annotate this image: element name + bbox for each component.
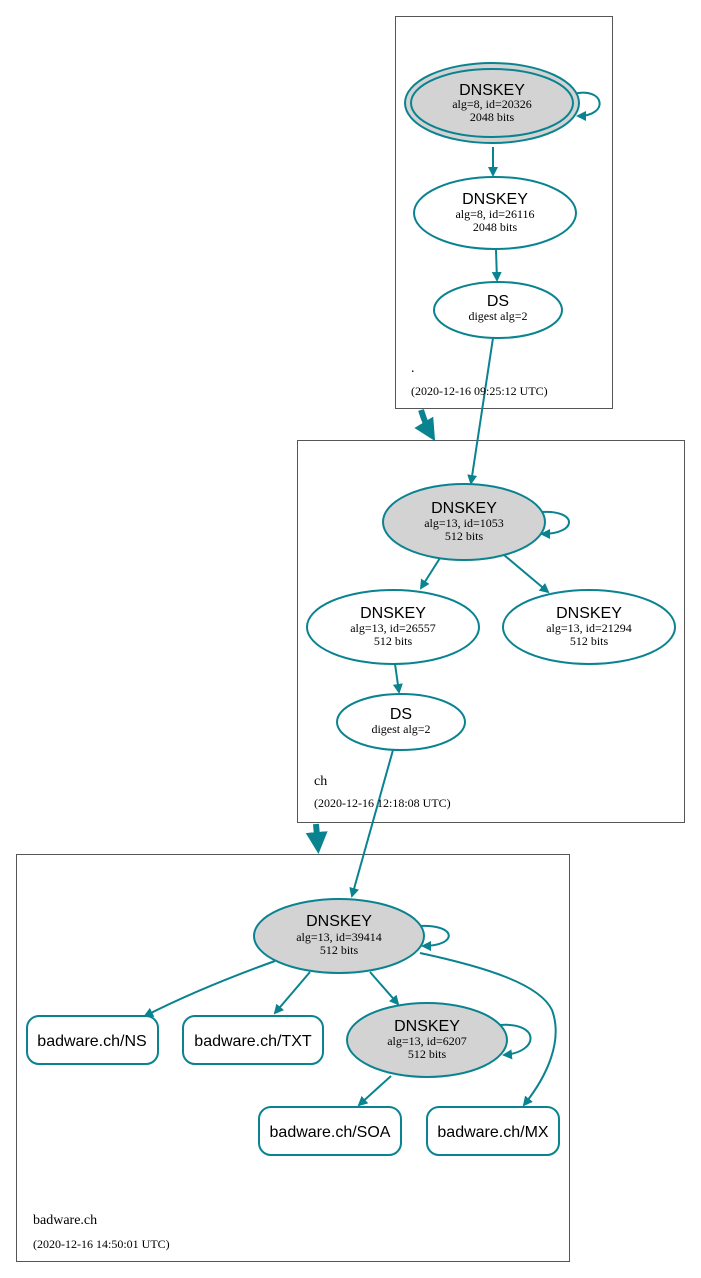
root-zsk-line2: 2048 bits xyxy=(473,220,518,234)
edge-ch-ds-to-bw-ksk xyxy=(349,749,394,898)
zone-ch-timestamp: (2020-12-16 12:18:08 UTC) xyxy=(314,796,451,810)
root-zsk-line1: alg=8, id=26116 xyxy=(455,207,534,221)
root-ds-line1: digest alg=2 xyxy=(468,309,527,323)
rrset-soa-label: badware.ch/SOA xyxy=(270,1124,391,1141)
delegation-root-to-ch xyxy=(414,409,436,442)
ch-zsk2-node: DNSKEY alg=13, id=21294 512 bits xyxy=(502,589,676,665)
rrset-ns-label: badware.ch/NS xyxy=(37,1033,146,1050)
root-ksk-title: DNSKEY xyxy=(459,82,525,99)
ch-ds-title: DS xyxy=(390,706,412,723)
root-zsk-node: DNSKEY alg=8, id=26116 2048 bits xyxy=(413,176,577,250)
ch-ksk-line1: alg=13, id=1053 xyxy=(424,516,504,530)
ch-ds-node: DS digest alg=2 xyxy=(336,693,466,751)
bw-ksk-node: DNSKEY alg=13, id=39414 512 bits xyxy=(253,898,425,974)
ch-zsk2-line2: 512 bits xyxy=(570,634,609,648)
rrset-txt-label: badware.ch/TXT xyxy=(194,1033,312,1050)
ch-zsk1-line2: 512 bits xyxy=(374,634,413,648)
edge-bw-zsk-to-soa xyxy=(357,1075,392,1107)
bw-ksk-line1: alg=13, id=39414 xyxy=(296,930,382,944)
ch-ksk-title: DNSKEY xyxy=(431,500,497,517)
rrset-txt-node: badware.ch/TXT xyxy=(182,1015,324,1065)
edge-ch-ksk-to-zsk2 xyxy=(503,554,550,594)
ch-zsk2-title: DNSKEY xyxy=(556,605,622,622)
rrset-soa-node: badware.ch/SOA xyxy=(258,1106,402,1156)
ch-zsk2-line1: alg=13, id=21294 xyxy=(546,621,632,635)
delegation-ch-to-badware xyxy=(305,823,328,854)
root-ksk-line2: 2048 bits xyxy=(470,110,515,124)
zone-ch-name: ch xyxy=(314,774,327,789)
bw-zsk-title: DNSKEY xyxy=(394,1018,460,1035)
ch-ksk-line2: 512 bits xyxy=(445,529,484,543)
zone-root-name: . xyxy=(411,361,415,376)
zone-badware-timestamp: (2020-12-16 14:50:01 UTC) xyxy=(33,1237,170,1251)
bw-ksk-line2: 512 bits xyxy=(320,943,359,957)
rrset-mx-node: badware.ch/MX xyxy=(426,1106,560,1156)
edge-ch-zsk1-to-ds xyxy=(392,663,403,694)
zone-root-timestamp: (2020-12-16 09:25:12 UTC) xyxy=(411,384,548,398)
edge-ch-ksk-to-zsk1 xyxy=(419,557,441,590)
edge-bw-ksk-to-zsk xyxy=(369,971,400,1006)
zone-badware-name: badware.ch xyxy=(33,1213,97,1228)
bw-zsk-line2: 512 bits xyxy=(408,1047,447,1061)
bw-ksk-title: DNSKEY xyxy=(306,913,372,930)
bw-zsk-line1: alg=13, id=6207 xyxy=(387,1034,467,1048)
edge-root-zsk-to-ds xyxy=(491,249,502,282)
root-ksk-node: DNSKEY alg=8, id=20326 2048 bits xyxy=(404,62,580,144)
ch-zsk1-line1: alg=13, id=26557 xyxy=(350,621,436,635)
rrset-mx-label: badware.ch/MX xyxy=(437,1124,548,1141)
edge-root-ds-to-ch-ksk xyxy=(467,337,494,485)
edge-bw-ksk-self xyxy=(418,924,450,951)
edge-ch-ksk-self xyxy=(540,510,570,539)
root-ds-title: DS xyxy=(487,293,509,310)
edge-bw-ksk-to-txt xyxy=(273,971,311,1015)
edge-bw-ksk-to-mx xyxy=(419,952,557,1107)
edge-root-ksk-self xyxy=(572,91,601,121)
ch-ds-line1: digest alg=2 xyxy=(371,722,430,736)
ch-zsk1-node: DNSKEY alg=13, id=26557 512 bits xyxy=(306,589,480,665)
edge-bw-ksk-to-ns xyxy=(143,960,276,1017)
root-ksk-line1: alg=8, id=20326 xyxy=(452,97,532,111)
ch-zsk1-title: DNSKEY xyxy=(360,605,426,622)
root-zsk-title: DNSKEY xyxy=(462,191,528,208)
rrset-ns-node: badware.ch/NS xyxy=(26,1015,159,1065)
root-ds-node: DS digest alg=2 xyxy=(433,281,563,339)
edge-bw-zsk-self xyxy=(499,1023,532,1060)
ch-ksk-node: DNSKEY alg=13, id=1053 512 bits xyxy=(382,483,546,561)
bw-zsk-node: DNSKEY alg=13, id=6207 512 bits xyxy=(346,1002,508,1078)
